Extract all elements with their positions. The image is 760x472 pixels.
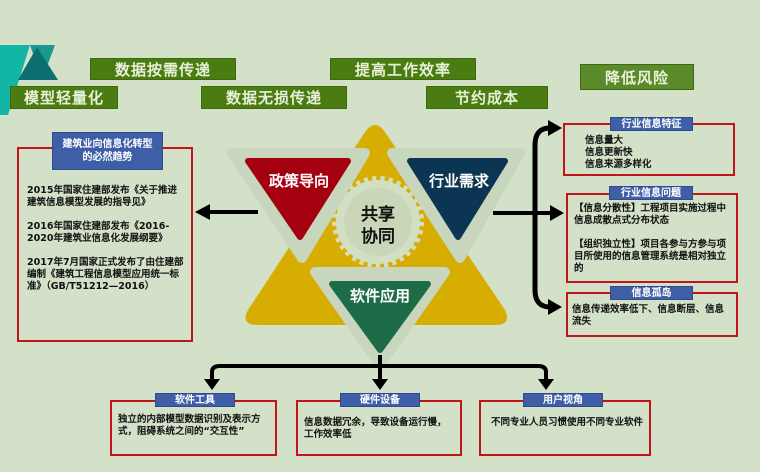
banner-cost-saving: 节约成本 [426, 86, 548, 109]
banner-lossless-transfer: 数据无损传递 [201, 86, 347, 109]
box-text: 信息数据冗余，导致设备运行慢，工作效率低 [304, 417, 447, 440]
box-text: 独立的内部模型数据识别及表示方式，阻碍系统之间的“交互性” [118, 414, 261, 437]
feature-line: 信息更新快 [585, 147, 633, 158]
banner-lightweight-model: 模型轻量化 [10, 86, 118, 109]
banner-risk-reduction: 降低风险 [580, 64, 694, 90]
island-line: 信息传递效率低下、信息断层、信息流失 [572, 304, 725, 327]
banner-on-demand-transfer: 数据按需传递 [90, 58, 236, 80]
problem-line: 【组织独立性】项目各参与方参与项目所使用的信息管理系统是相对独立的 [574, 239, 727, 274]
policy-triangle [245, 158, 351, 240]
policy-item: 2017年7月国家正式发布了由住建部编制《建筑工程信息模型应用统一标准》（GB/… [27, 257, 184, 292]
software-triangle [329, 281, 431, 353]
right-box-header: 行业信息问题 [609, 186, 693, 200]
bracket-arrow [532, 125, 551, 310]
feature-line: 信息量大 [585, 135, 624, 146]
industry-triangle [407, 158, 508, 240]
bottom-box-header: 用户视角 [523, 393, 603, 407]
user-perspective-box: 不同专业人员习惯使用不同专业软件 [479, 400, 651, 456]
decor-teal-shape [0, 45, 30, 115]
software-tools-box: 独立的内部模型数据识别及表示方式，阻碍系统之间的“交互性” [110, 400, 277, 456]
decor-triangle [18, 47, 58, 80]
policy-item: 2015年国家住建部发布《关于推进建筑信息模型发展的指导见》 [27, 185, 177, 208]
right-box-header: 信息孤岛 [610, 286, 693, 300]
right-box-header: 行业信息特征 [610, 117, 693, 131]
feature-line: 信息来源多样化 [585, 159, 652, 170]
policy-label: 政策导向 [268, 172, 329, 190]
problem-line: 【信息分散性】工程项目实施过程中信息成散点式分布状态 [574, 203, 727, 226]
software-label: 软件应用 [349, 287, 410, 305]
gear-center [344, 188, 412, 256]
banner-efficiency: 提高工作效率 [330, 58, 476, 80]
industry-problems-box: 【信息分散性】工程项目实施过程中信息成散点式分布状态 【组织独立性】项目各参与方… [566, 193, 738, 283]
industry-label: 行业需求 [428, 172, 489, 190]
left-box-header: 建筑业向信息化转型的必然趋势 [52, 132, 163, 170]
bottom-box-header: 软件工具 [155, 393, 235, 407]
hardware-box: 信息数据冗余，导致设备运行慢，工作效率低 [296, 400, 462, 456]
bottom-box-header: 硬件设备 [340, 393, 420, 407]
core-label: 共享协同 [361, 205, 395, 247]
left-policy-box: 2015年国家住建部发布《关于推进建筑信息模型发展的指导见》 2016年国家住建… [17, 147, 193, 342]
policy-item: 2016年国家住建部发布《2016-2020年建筑业信息化发展纲要》 [27, 221, 170, 244]
box-text: 不同专业人员习惯使用不同专业软件 [491, 417, 644, 428]
